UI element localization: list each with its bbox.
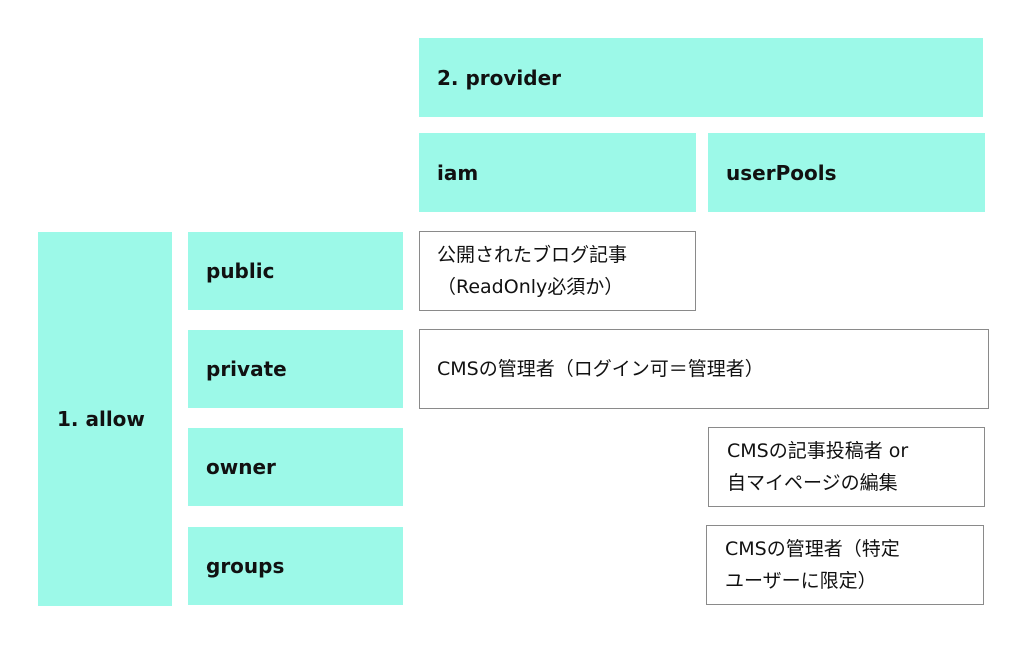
cell-groups-userpools: CMSの管理者（特定 ユーザーに限定） <box>706 525 984 605</box>
provider-userpools-label: userPools <box>726 160 837 185</box>
cell-groups-userpools-line2: ユーザーに限定） <box>725 570 877 592</box>
allow-header-label: 1. allow <box>57 407 145 431</box>
cell-private-all-line1: CMSの管理者（ログイン可＝管理者） <box>437 358 764 380</box>
cell-owner-userpools-line2: 自マイページの編集 <box>727 472 898 494</box>
allow-private: private <box>188 330 403 408</box>
cell-groups-userpools-line1: CMSの管理者（特定 <box>725 538 900 560</box>
cell-public-iam-line2: （ReadOnly必須か） <box>437 276 624 298</box>
cell-owner-userpools: CMSの記事投稿者 or 自マイページの編集 <box>708 427 985 507</box>
provider-iam-label: iam <box>437 160 479 185</box>
cell-public-iam: 公開されたブログ記事 （ReadOnly必須か） <box>419 231 696 311</box>
provider-header-label: 2. provider <box>437 65 562 90</box>
allow-groups: groups <box>188 527 403 605</box>
provider-header: 2. provider <box>419 38 983 117</box>
provider-userpools: userPools <box>708 133 985 212</box>
provider-iam: iam <box>419 133 696 212</box>
allow-header: 1. allow <box>38 232 172 606</box>
allow-public-label: public <box>206 259 275 283</box>
allow-owner: owner <box>188 428 403 506</box>
allow-owner-label: owner <box>206 455 276 479</box>
allow-groups-label: groups <box>206 554 285 578</box>
cell-owner-userpools-line1: CMSの記事投稿者 or <box>727 440 909 462</box>
cell-private-all: CMSの管理者（ログイン可＝管理者） <box>419 329 989 409</box>
allow-private-label: private <box>206 357 287 381</box>
cell-public-iam-line1: 公開されたブログ記事 <box>437 244 628 266</box>
allow-public: public <box>188 232 403 310</box>
